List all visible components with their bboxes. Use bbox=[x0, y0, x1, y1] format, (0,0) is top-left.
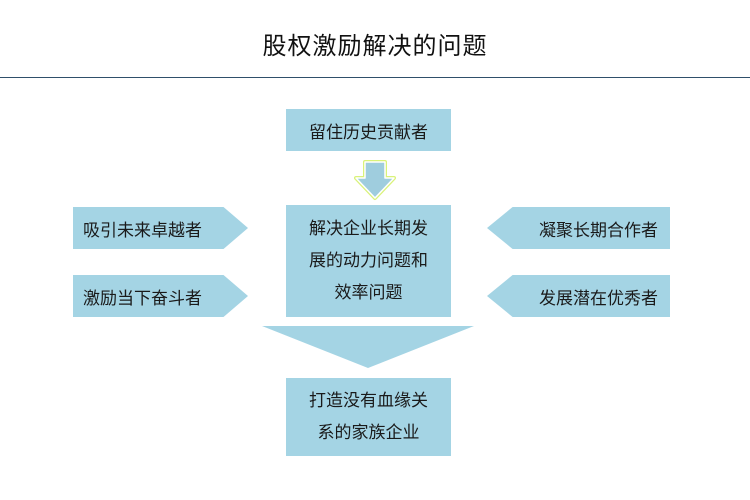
node-retain-contributors: 留住历史贡献者 bbox=[286, 109, 451, 151]
node-core-problem-line-3: 效率问题 bbox=[334, 283, 403, 304]
node-retain-contributors-label: 留住历史贡献者 bbox=[309, 122, 428, 143]
down-triangle-icon bbox=[262, 326, 474, 368]
node-core-problem-line-1: 解决企业长期发 bbox=[309, 218, 428, 239]
down-arrow-icon bbox=[354, 160, 396, 200]
title-divider bbox=[0, 77, 750, 78]
page-title: 股权激励解决的问题 bbox=[262, 32, 488, 60]
node-develop-potential-talent-label: 发展潜在优秀者 bbox=[539, 288, 658, 309]
node-attract-future-talent-label: 吸引未来卓越者 bbox=[83, 220, 202, 241]
node-result: 打造没有血缘关 系的家族企业 bbox=[286, 378, 451, 456]
node-attract-future-talent: 吸引未来卓越者 bbox=[73, 207, 248, 249]
node-unite-long-term-partners-label: 凝聚长期合作者 bbox=[539, 220, 658, 241]
node-core-problem: 解决企业长期发 展的动力问题和 效率问题 bbox=[286, 205, 451, 317]
node-motivate-current-strivers: 激励当下奋斗者 bbox=[73, 275, 248, 317]
node-result-line-2: 系的家族企业 bbox=[317, 423, 420, 443]
node-core-problem-line-2: 展的动力问题和 bbox=[309, 250, 428, 271]
node-develop-potential-talent: 发展潜在优秀者 bbox=[487, 275, 670, 317]
node-result-line-1: 打造没有血缘关 bbox=[309, 390, 428, 411]
node-motivate-current-strivers-label: 激励当下奋斗者 bbox=[83, 288, 202, 309]
node-unite-long-term-partners: 凝聚长期合作者 bbox=[487, 207, 670, 249]
